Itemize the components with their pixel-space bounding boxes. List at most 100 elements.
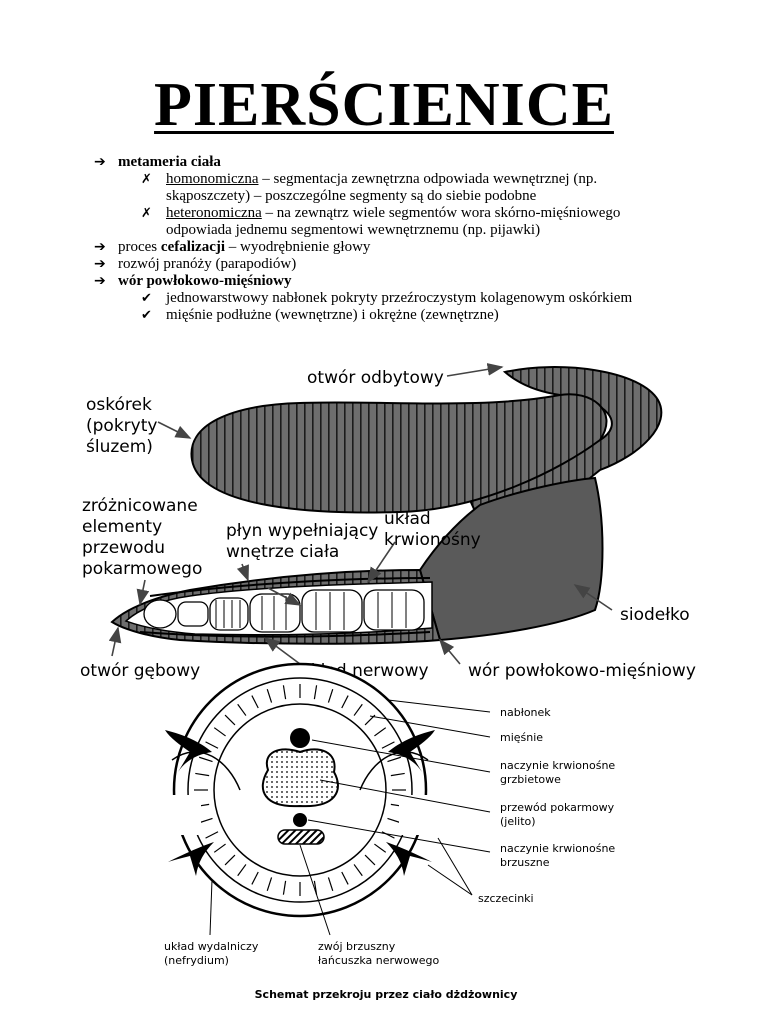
arrow-icon: ➔ [94,239,106,255]
muscle-strokes [194,684,406,896]
setae-icons [165,730,435,876]
worm-leaders [108,363,613,665]
label-clitellum: siodełko [620,605,690,625]
worm-upper-loop [190,393,608,514]
outline-item: ➔ wór powłokowo-mięśniowy [94,273,694,290]
label-gut: zróżnicowane [82,496,198,516]
label-ventral-vessel: brzuszne [500,856,550,869]
arrow-icon: ➔ [94,154,106,170]
side-gap-right [399,795,435,835]
label-dorsal-vessel: grzbietowe [500,773,561,786]
label-setae: szczecinki [478,892,534,905]
muscle-stroke [237,703,247,716]
outline-subitem: ✗ heteronomiczna – na zewnątrz wiele seg… [94,205,694,222]
label-gut: przewodu [82,538,165,558]
label-epithelium: nabłonek [500,706,551,719]
check-icon: ✔ [141,308,152,323]
label-blood: układ [384,509,431,529]
cross-section-diagram [165,662,435,918]
outline-subitem: ✔ mięśnie podłużne (wewnętrzne) i okrężn… [94,307,694,324]
item-bold: wór powłokowo-mięśniowy [118,273,292,289]
arrow-icon: ➔ [94,273,106,289]
arrow-icon: ➔ [94,256,106,272]
label-fluid: płyn wypełniający [226,521,378,541]
muscle-stroke [341,871,349,885]
muscle-stroke [327,877,334,891]
epithelium-ring [187,677,413,903]
nerve-cord [139,631,431,638]
seta-icon [386,842,432,876]
seta-icon [168,842,214,876]
subitem-text: mięśnie podłużne (wewnętrzne) i okrężne … [166,307,499,323]
subitem-text: – segmentacja zewnętrzna odpowiada wewnę… [258,171,598,187]
seta-icon [165,730,212,772]
label-gut: (jelito) [500,815,536,828]
check-icon: ✔ [141,291,152,306]
label-ventral-vessel: naczynie krwionośne [500,842,615,855]
label-gut: elementy [82,517,162,537]
label-fluid: wnętrze ciała [226,542,339,562]
muscle-stroke [251,695,259,709]
muscle-stroke [282,880,287,895]
subitem-text: – na zewnątrz wiele segmentów wora skórn… [261,205,621,221]
label-cuticle: oskórek [86,395,152,415]
muscle-stroke [353,864,363,877]
label-ganglion: łańcuszka nerwowego [318,954,440,967]
ganglion [277,829,325,845]
label-cuticle: śluzem) [86,437,153,457]
section-labels: nabłonek mięśnie naczynie krwionośne grz… [164,706,615,967]
muscle-stroke [374,843,387,853]
muscle-stroke [364,854,376,866]
section-leaders [209,699,491,936]
muscle-ring [213,703,387,877]
cross-icon: ✗ [141,206,152,221]
item-text: rozwój pranóży (parapodiów) [118,256,297,272]
muscle-stroke [266,689,273,703]
gut-section [261,748,339,808]
label-anus: otwór odbytowy [307,368,444,388]
muscle-stroke [313,685,318,700]
muscle-stroke [387,817,401,824]
subitem-text: jednowarstwowy nabłonek pokryty przeźroc… [166,290,633,306]
nephridium-right [359,751,429,791]
muscle-stroke [195,772,210,777]
label-mouth: otwór gębowy [80,661,200,681]
outline-list: ➔ metameria ciała ✗ homonomiczna – segme… [94,154,694,324]
seta-icon [388,730,435,772]
muscle-stroke [327,689,334,703]
subitem-continuation: odpowiada jednemu segmentowi wewnętrznem… [166,222,541,238]
item-bold: cefalizacji [160,239,226,255]
cross-icon: ✗ [141,172,152,187]
outline-subitem: ✔ jednowarstwowy nabłonek pokryty przeźr… [94,290,694,307]
label-gut: pokarmowego [82,559,202,579]
muscle-stroke [266,877,273,891]
nephridium-left [171,751,241,791]
muscle-stroke [199,756,213,763]
dorsal-vessel-dot [290,728,310,748]
outline-item: ➔ rozwój pranóży (parapodiów) [94,256,694,273]
label-cuticle: (pokryty [86,416,157,436]
label-body-wall: wór powłokowo-mięśniowy [468,661,696,681]
page-title: PIERŚCIENICE [154,71,614,139]
muscle-stroke [387,756,401,763]
subitem-term: heteronomiczna [166,205,262,221]
item-prefix: proces [118,239,161,255]
muscle-stroke [237,864,247,877]
earthworm-figure: otwór odbytowy oskórek (pokryty śluzem) … [80,363,696,1001]
ventral-vessel-dot [293,813,307,827]
muscle-stroke [213,727,226,737]
section-caption: Schemat przekroju przez ciało dżdżownicy [255,988,518,1001]
outline-item: ➔ proces cefalizacji – wyodrębnienie gło… [94,239,694,256]
label-muscles: mięśnie [500,731,543,744]
outline-item: ➔ metameria ciała [94,154,694,171]
label-gut: przewód pokarmowy [500,801,615,814]
muscle-stroke [374,727,387,737]
muscle-stroke [341,695,349,709]
label-dorsal-vessel: naczynie krwionośne [500,759,615,772]
clitellum [418,476,604,642]
subitem-term: homonomiczna [166,171,259,187]
muscle-stroke [381,831,395,839]
side-gap-left [165,795,201,835]
item-suffix: – wyodrębnienie głowy [225,239,371,255]
muscle-stroke [381,741,395,749]
